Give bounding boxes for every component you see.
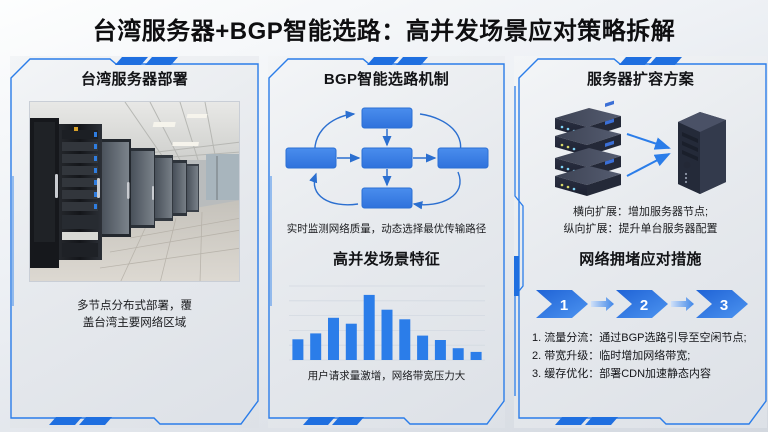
bar — [381, 309, 392, 360]
cards-row: 台湾服务器部署 — [0, 56, 768, 428]
card-title-right-bottom: 网络拥堵应对措施 — [579, 251, 702, 269]
bar — [416, 335, 428, 360]
bar-chart-svg — [288, 285, 485, 361]
card-caption-right-top: 横向扩展：增加服务器节点; 纵向扩展：提升单台服务器配置 — [524, 204, 757, 238]
card-caption-middle-bottom: 用户请求量激增，网络带宽压力大 — [307, 369, 466, 382]
bar — [452, 347, 464, 360]
card-scaling-and-congestion: 服务器扩容方案 — [514, 56, 767, 428]
card-caption-left: 多节点分布式部署，覆 盖台湾主要网络区域 — [20, 298, 249, 333]
bar — [398, 319, 410, 360]
bar — [470, 351, 482, 360]
slide-header: 台湾服务器+BGP智能选路：高并发场景应对策略拆解 — [0, 0, 768, 56]
steps-chevrons: 1 2 3 — [535, 290, 748, 319]
card-title-right-top: 服务器扩容方案 — [586, 71, 695, 88]
congestion-steps: 1 2 3 — [524, 282, 757, 328]
bar — [291, 339, 303, 360]
step-number-3: 3 — [719, 297, 727, 314]
step-number-2: 2 — [639, 297, 647, 314]
section-divider — [278, 238, 495, 246]
bar — [327, 317, 339, 360]
measure-item-3: 3. 缓存优化：部署CDN加速静态内容 — [532, 367, 712, 380]
card-title-left: 台湾服务器部署 — [80, 71, 189, 88]
scaling-line-1: 横向扩展：增加服务器节点; — [572, 206, 709, 218]
card-title-middle-top: BGP智能选路机制 — [323, 71, 450, 88]
measure-item-2: 2. 带宽升级：临时增加网络带宽; — [532, 349, 691, 362]
caption-line-2: 盖台湾主要网络区域 — [82, 317, 187, 330]
caption-line-1: 多节点分布式部署，覆 — [77, 300, 192, 312]
step-number-1: 1 — [559, 297, 567, 314]
bgp-routing-diagram — [278, 100, 495, 218]
bar — [434, 339, 446, 360]
bar — [345, 323, 357, 360]
servers-scaling-diagram — [524, 100, 757, 198]
data-center-server-racks-photo — [29, 101, 240, 282]
page-title: 台湾服务器+BGP智能选路：高并发场景应对策略拆解 — [92, 17, 676, 45]
congestion-measure-list: 1. 流量分流：通过BGP选路引导至空闲节点; 2. 带宽升级：临时增加网络带宽… — [524, 330, 757, 383]
measure-item-1: 1. 流量分流：通过BGP选路引导至空闲节点; — [532, 332, 747, 345]
concurrency-bar-chart — [278, 282, 495, 367]
bar — [309, 333, 321, 360]
bar — [363, 294, 375, 360]
card-caption-middle-top: 实时监测网络质量，动态选择最优传输路径 — [286, 223, 487, 235]
card-title-middle-bottom: 高并发场景特征 — [332, 250, 441, 268]
card-taiwan-deployment: 台湾服务器部署 — [10, 56, 259, 428]
scaling-line-2: 纵向扩展：提升单台服务器配置 — [563, 223, 718, 236]
card-bgp-routing: BGP智能选路机制 — [268, 56, 505, 428]
